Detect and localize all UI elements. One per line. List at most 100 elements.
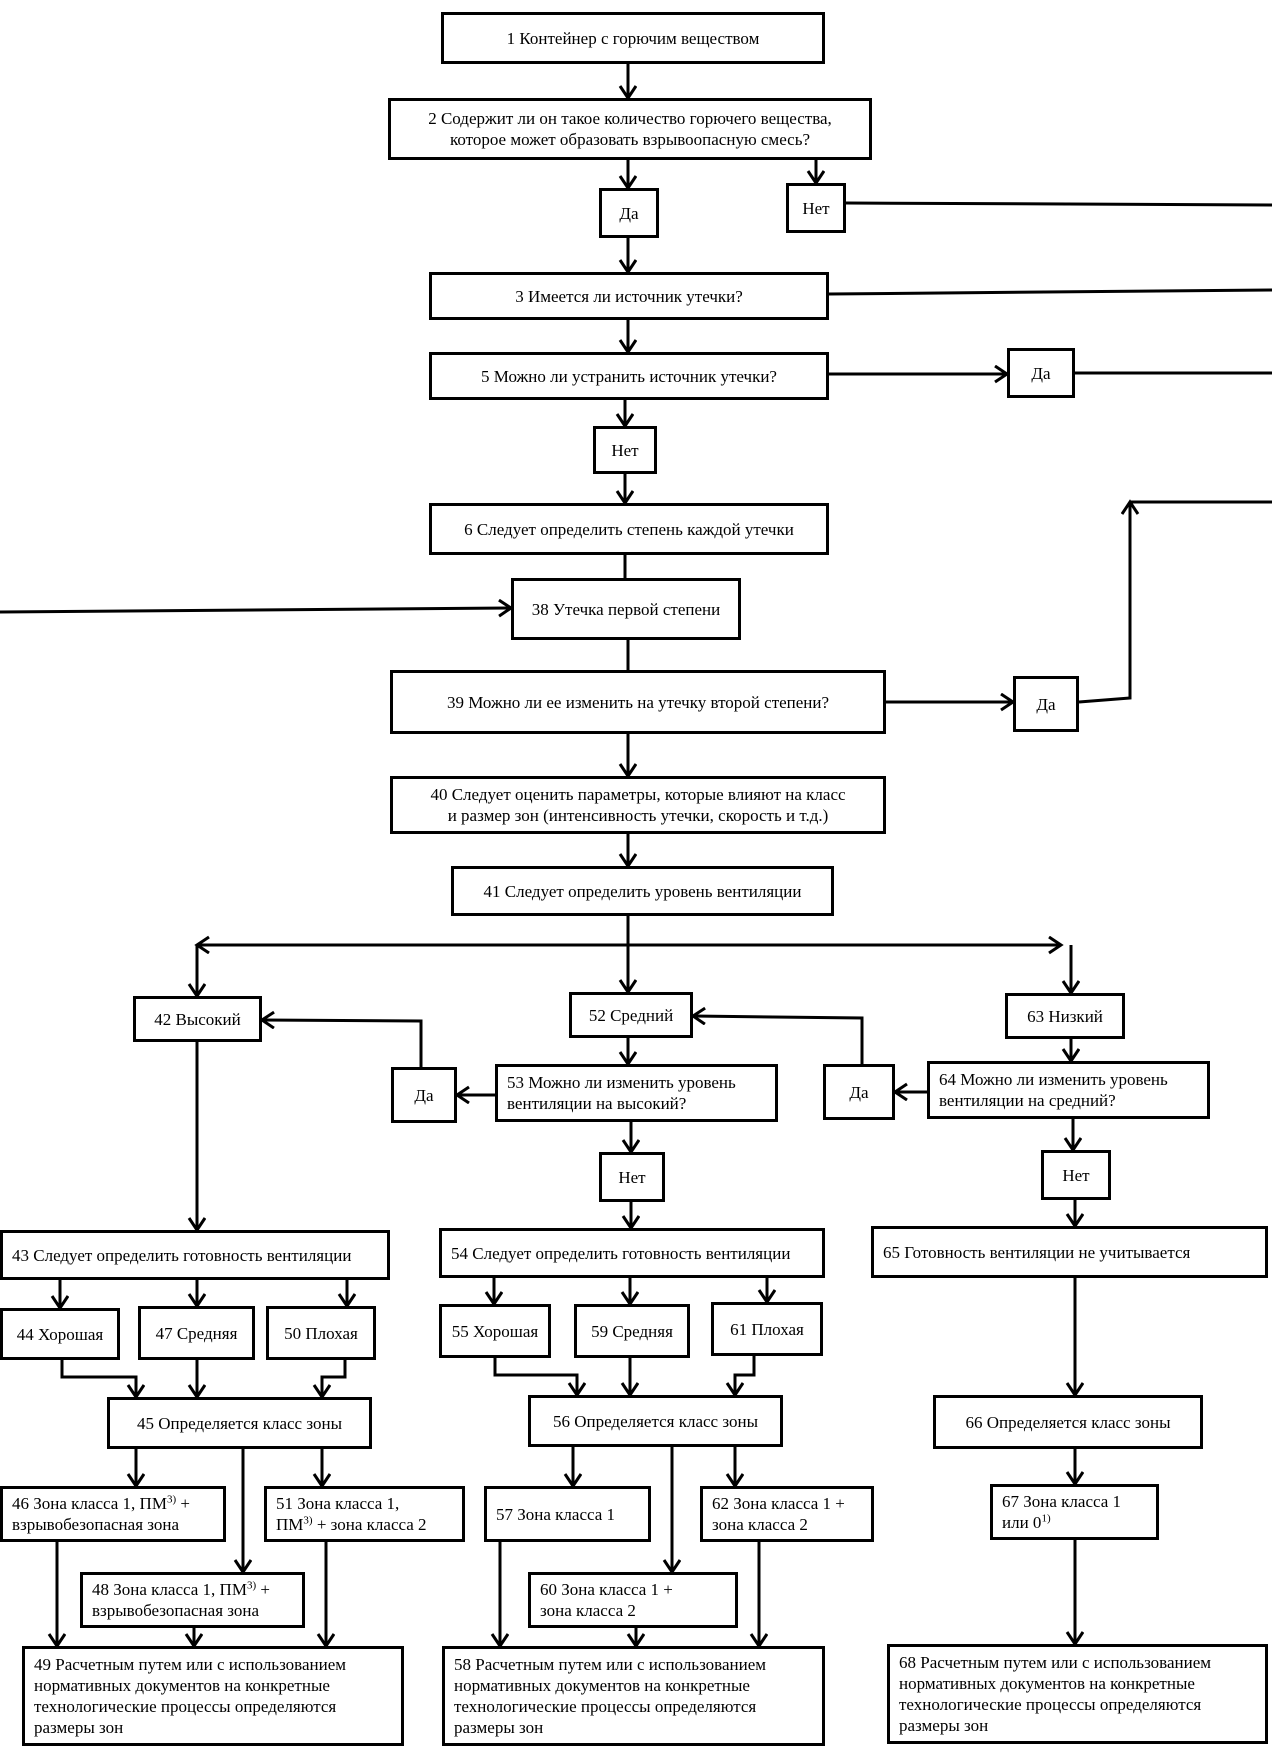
node-5-no: Нет	[593, 426, 657, 474]
node-39-yes-text: Да	[1036, 694, 1056, 714]
node-51-footnote: 3)	[303, 1514, 313, 1527]
node-51-text: 51 Зона класса 1, ПМ	[276, 1494, 400, 1534]
node-46-text: 46 Зона класса 1, ПМ	[12, 1494, 167, 1513]
node-48-text-rest: + взрывобезопасная зона	[92, 1580, 270, 1620]
node-64-yes-text: Да	[849, 1082, 869, 1102]
node-68-text: 68 Расчетным путем или с использованием …	[899, 1653, 1212, 1735]
node-39-yes: Да	[1013, 676, 1079, 732]
node-53-text: 53 Можно ли изменить уровень вентиляции …	[507, 1073, 736, 1113]
node-2-text: 2 Содержит ли он такое количество горюче…	[428, 109, 832, 149]
edge-55-56	[493, 1358, 577, 1395]
node-48-text: 48 Зона класса 1, ПМ	[92, 1580, 247, 1599]
node-45-text: 45 Определяется класс зоны	[136, 1413, 342, 1433]
edge-left-38	[0, 608, 511, 612]
node-48-footnote: 3)	[246, 1579, 257, 1592]
edge-61-56	[735, 1356, 756, 1395]
node-57: 57 Зона класса 1	[484, 1486, 651, 1542]
node-2-yes-text: Да	[619, 203, 639, 223]
node-53: 53 Можно ли изменить уровень вентиляции …	[495, 1064, 778, 1122]
node-38: 38 Утечка первой степени	[511, 578, 741, 640]
node-5: 5 Можно ли устранить источник утечки?	[429, 352, 829, 400]
node-6: 6 Следует определить степень каждой утеч…	[429, 503, 829, 555]
node-56-text: 56 Определяется класс зоны	[552, 1411, 758, 1431]
node-2: 2 Содержит ли он такое количество горюче…	[388, 98, 872, 160]
node-63: 63 Низкий	[1005, 993, 1125, 1039]
node-47-text: 47 Средняя	[155, 1323, 238, 1343]
node-66-text: 66 Определяется класс зоны	[965, 1412, 1171, 1432]
edge-3-right	[828, 288, 1272, 296]
edge-44-45	[60, 1360, 136, 1397]
node-38-text: 38 Утечка первой степени	[531, 599, 721, 619]
node-43-text: 43 Следует определить готовность вентиля…	[12, 1245, 352, 1265]
node-55: 55 Хорошая	[439, 1304, 551, 1358]
node-44: 44 Хорошая	[0, 1308, 120, 1360]
node-2-yes: Да	[599, 188, 659, 238]
node-60-text: 60 Зона класса 1 + зона класса 2	[540, 1580, 673, 1620]
node-51-text-rest: + зона класса 2	[312, 1515, 427, 1534]
node-57-text: 57 Зона класса 1	[496, 1504, 616, 1524]
node-54-text: 54 Следует определить готовность вентиля…	[451, 1243, 791, 1263]
edge-53yes-42	[262, 1020, 423, 1067]
node-67-text: 67 Зона класса 1 или 0	[1002, 1492, 1122, 1532]
node-55-text: 55 Хорошая	[451, 1321, 539, 1341]
edge-64yes-52	[693, 1016, 864, 1064]
node-43: 43 Следует определить готовность вентиля…	[0, 1230, 390, 1280]
node-68: 68 Расчетным путем или с использованием …	[887, 1644, 1268, 1744]
node-66: 66 Определяется класс зоны	[933, 1395, 1203, 1449]
node-61-text: 61 Плохая	[730, 1319, 804, 1339]
node-58: 58 Расчетным путем или с использованием …	[442, 1646, 825, 1746]
node-64-yes: Да	[823, 1064, 895, 1120]
node-59-text: 59 Средняя	[591, 1321, 673, 1341]
node-2-no: Нет	[786, 183, 846, 233]
node-41: 41 Следует определить уровень вентиляции	[451, 866, 834, 916]
node-64-no: Нет	[1041, 1150, 1111, 1200]
node-3: 3 Имеется ли источник утечки?	[429, 272, 829, 320]
node-50: 50 Плохая	[266, 1306, 376, 1360]
node-1-text: 1 Контейнер с горючим веществом	[506, 28, 760, 48]
node-58-text: 58 Расчетным путем или с использованием …	[454, 1655, 767, 1737]
node-46: 46 Зона класса 1, ПМ3) + взрывобезопасна…	[0, 1486, 226, 1542]
node-1: 1 Контейнер с горючим веществом	[441, 12, 825, 64]
node-50-text: 50 Плохая	[284, 1323, 358, 1343]
node-45: 45 Определяется класс зоны	[107, 1397, 372, 1449]
node-61: 61 Плохая	[711, 1302, 823, 1356]
node-42-text: 42 Высокий	[154, 1009, 241, 1029]
node-47: 47 Средняя	[138, 1306, 255, 1360]
node-67: 67 Зона класса 1 или 01)	[990, 1484, 1159, 1540]
node-40: 40 Следует оценить параметры, которые вл…	[390, 776, 886, 834]
node-39: 39 Можно ли ее изменить на утечку второй…	[390, 670, 886, 734]
node-46-text-rest: + взрывобезопасная зона	[12, 1494, 190, 1534]
edge-no-right	[845, 201, 1272, 207]
node-3-text: 3 Имеется ли источник утечки?	[515, 286, 743, 306]
node-6-text: 6 Следует определить степень каждой утеч…	[464, 519, 794, 539]
node-5-yes-text: Да	[1031, 363, 1051, 383]
node-40-text: 40 Следует оценить параметры, которые вл…	[430, 785, 846, 825]
node-53-yes-text: Да	[414, 1085, 434, 1105]
node-51: 51 Зона класса 1, ПМ3) + зона класса 2	[264, 1486, 465, 1542]
node-63-text: 63 Низкий	[1027, 1006, 1103, 1026]
node-56: 56 Определяется класс зоны	[528, 1395, 783, 1447]
node-5-yes: Да	[1007, 348, 1075, 398]
node-42: 42 Высокий	[133, 996, 262, 1042]
node-65-text: 65 Готовность вентиляции не учитывается	[883, 1242, 1191, 1262]
node-64-text: 64 Можно ли изменить уровень вентиляции …	[939, 1070, 1168, 1110]
node-5-text: 5 Можно ли устранить источник утечки?	[481, 366, 777, 386]
node-65: 65 Готовность вентиляции не учитывается	[871, 1226, 1268, 1278]
node-52: 52 Средний	[569, 992, 693, 1038]
node-67-footnote: 1)	[1041, 1512, 1051, 1525]
node-59: 59 Средняя	[574, 1304, 690, 1358]
node-49-text: 49 Расчетным путем или с использованием …	[34, 1655, 347, 1737]
node-64-no-text: Нет	[1062, 1165, 1090, 1185]
node-44-text: 44 Хорошая	[16, 1324, 104, 1344]
node-53-no: Нет	[599, 1152, 665, 1202]
node-53-yes: Да	[391, 1067, 457, 1123]
node-64: 64 Можно ли изменить уровень вентиляции …	[927, 1061, 1210, 1119]
node-41-text: 41 Следует определить уровень вентиляции	[483, 881, 802, 901]
edge-50-45	[322, 1360, 347, 1397]
edge-39yes-up	[1078, 502, 1130, 704]
node-52-text: 52 Средний	[588, 1005, 674, 1025]
node-5-no-text: Нет	[611, 440, 639, 460]
node-54: 54 Следует определить готовность вентиля…	[439, 1228, 825, 1278]
